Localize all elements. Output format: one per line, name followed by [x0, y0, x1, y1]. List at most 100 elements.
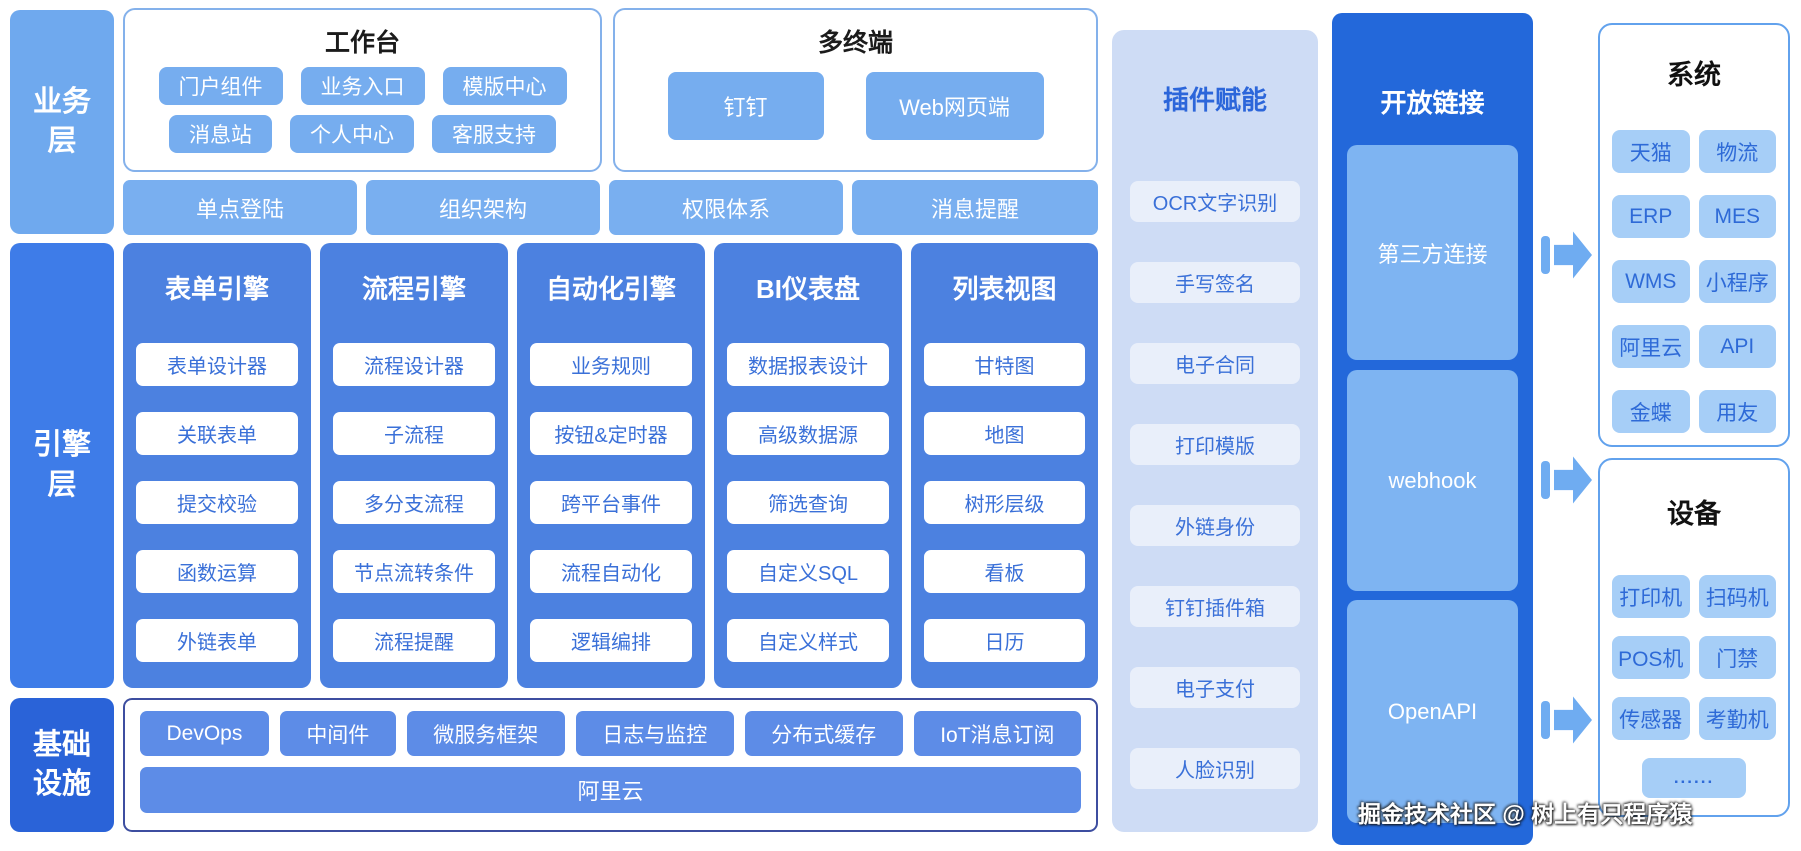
infra-item: IoT消息订阅	[913, 711, 1082, 756]
engine-column-listview: 列表视图 甘特图 地图 树形层级 看板 日历	[911, 243, 1098, 688]
arrow-bar	[1541, 461, 1550, 499]
open-link-title: 开放链接	[1380, 88, 1485, 118]
engine-item: 外链表单	[136, 619, 298, 662]
infrastructure-box: DevOps 中间件 微服务框架 日志与监控 分布式缓存 IoT消息订阅 阿里云	[123, 698, 1098, 832]
watermark-text: 掘金技术社区 @ 树上有只程序猿	[1358, 801, 1693, 827]
plugin-item: 打印模版	[1130, 424, 1300, 465]
systems-title: 系统	[1667, 60, 1721, 90]
plugins-title: 插件赋能	[1162, 85, 1267, 115]
device-item: 打印机	[1612, 575, 1690, 618]
system-item: API	[1698, 325, 1776, 368]
open-link-thirdparty: 第三方连接	[1347, 145, 1518, 360]
engine-column-title: 列表视图	[952, 274, 1057, 304]
engine-column-title: 流程引擎	[361, 274, 466, 304]
system-item: 小程序	[1698, 260, 1776, 303]
system-item: MES	[1698, 195, 1776, 238]
open-link-panel: 开放链接 第三方连接 webhook OpenAPI	[1332, 13, 1533, 845]
arrow-bar	[1541, 236, 1550, 274]
device-item: POS机	[1612, 636, 1690, 679]
engine-item: 自定义样式	[727, 619, 889, 662]
platform-bar-sso: 单点登陆	[123, 180, 357, 235]
aliyun-bar: 阿里云	[140, 767, 1081, 813]
plugin-item: OCR文字识别	[1130, 181, 1300, 222]
engine-item: 流程提醒	[333, 619, 495, 662]
platform-bar-permission: 权限体系	[609, 180, 843, 235]
terminal-dingtalk: 钉钉	[667, 72, 824, 140]
engine-column-automation: 自动化引擎 业务规则 按钮&定时器 跨平台事件 流程自动化 逻辑编排	[517, 243, 705, 688]
system-item: 用友	[1698, 390, 1776, 433]
workbench-item: 业务入口	[300, 67, 425, 105]
device-item: 扫码机	[1698, 575, 1776, 618]
engine-item: 筛选查询	[727, 481, 889, 524]
workbench-item: 个人中心	[290, 115, 414, 153]
engine-item: 高级数据源	[727, 412, 889, 455]
system-item: ERP	[1612, 195, 1690, 238]
engine-item: 表单设计器	[136, 343, 298, 386]
engine-item: 流程自动化	[530, 550, 692, 593]
arrow-head	[1554, 696, 1592, 744]
device-item: 门禁	[1698, 636, 1776, 679]
engine-item: 业务规则	[530, 343, 692, 386]
system-item: 金蝶	[1612, 390, 1690, 433]
devices-more-item: ......	[1642, 758, 1746, 798]
platform-bar-notify: 消息提醒	[852, 180, 1098, 235]
open-link-webhook: webhook	[1347, 370, 1518, 591]
infra-item: 中间件	[279, 711, 396, 756]
platform-bar-org: 组织架构	[366, 180, 600, 235]
flow-arrow-icon	[1541, 227, 1593, 283]
devices-panel: 设备 打印机 扫码机 POS机 门禁 传感器 考勤机 ......	[1598, 458, 1790, 817]
systems-panel: 系统 天猫 物流 ERP MES WMS 小程序 阿里云 API 金蝶 用友	[1598, 23, 1790, 447]
engine-item: 数据报表设计	[727, 343, 889, 386]
devices-grid: 打印机 扫码机 POS机 门禁 传感器 考勤机	[1600, 531, 1788, 740]
engine-item: 日历	[924, 619, 1085, 662]
engine-item: 逻辑编排	[530, 619, 692, 662]
engine-item: 关联表单	[136, 412, 298, 455]
engine-item: 甘特图	[924, 343, 1085, 386]
workbench-panel: 工作台 门户组件 业务入口 模版中心 消息站 个人中心 客服支持	[123, 8, 602, 172]
engine-column-title: BI仪表盘	[755, 274, 860, 304]
plugin-item: 外链身份	[1130, 505, 1300, 546]
arrow-head	[1554, 231, 1592, 279]
engine-item: 按钮&定时器	[530, 412, 692, 455]
terminal-web: Web网页端	[865, 72, 1044, 140]
engine-item: 自定义SQL	[727, 550, 889, 593]
engine-item: 函数运算	[136, 550, 298, 593]
workbench-item: 客服支持	[432, 115, 556, 153]
engine-item: 流程设计器	[333, 343, 495, 386]
engine-column-process: 流程引擎 流程设计器 子流程 多分支流程 节点流转条件 流程提醒	[320, 243, 508, 688]
system-item: 物流	[1698, 130, 1776, 173]
arrow-head	[1554, 456, 1592, 504]
layer-label-business: 业务层	[10, 10, 114, 234]
workbench-title: 工作台	[324, 29, 400, 57]
device-item: 传感器	[1612, 697, 1690, 740]
engine-item: 树形层级	[924, 481, 1085, 524]
flow-arrow-icon	[1541, 692, 1593, 748]
workbench-item: 门户组件	[158, 67, 283, 105]
workbench-chip-grid: 门户组件 业务入口 模版中心 消息站 个人中心 客服支持	[125, 67, 600, 153]
infra-item: 分布式缓存	[744, 711, 903, 756]
engine-item: 节点流转条件	[333, 550, 495, 593]
device-item: 考勤机	[1698, 697, 1776, 740]
system-item: 天猫	[1612, 130, 1690, 173]
engine-item: 看板	[924, 550, 1085, 593]
plugin-item: 电子支付	[1130, 667, 1300, 708]
layer-label-engine: 引擎层	[10, 243, 114, 688]
engine-column-bi: BI仪表盘 数据报表设计 高级数据源 筛选查询 自定义SQL 自定义样式	[714, 243, 902, 688]
terminals-title: 多终端	[817, 29, 893, 57]
terminals-panel: 多终端 钉钉 Web网页端	[613, 8, 1098, 172]
engine-column-title: 自动化引擎	[545, 274, 676, 304]
engine-item: 地图	[924, 412, 1085, 455]
engine-item: 子流程	[333, 412, 495, 455]
workbench-item: 消息站	[169, 115, 272, 153]
systems-grid: 天猫 物流 ERP MES WMS 小程序 阿里云 API 金蝶 用友	[1600, 92, 1788, 433]
plugin-item: 钉钉插件箱	[1130, 586, 1300, 627]
system-item: WMS	[1612, 260, 1690, 303]
open-link-openapi: OpenAPI	[1347, 600, 1518, 823]
engine-item: 跨平台事件	[530, 481, 692, 524]
engine-item: 提交校验	[136, 481, 298, 524]
infra-item: 微服务框架	[406, 711, 565, 756]
plugin-item: 人脸识别	[1130, 748, 1300, 789]
plugins-panel: 插件赋能 OCR文字识别 手写签名 电子合同 打印模版 外链身份 钉钉插件箱 电…	[1112, 30, 1318, 832]
engine-item: 多分支流程	[333, 481, 495, 524]
